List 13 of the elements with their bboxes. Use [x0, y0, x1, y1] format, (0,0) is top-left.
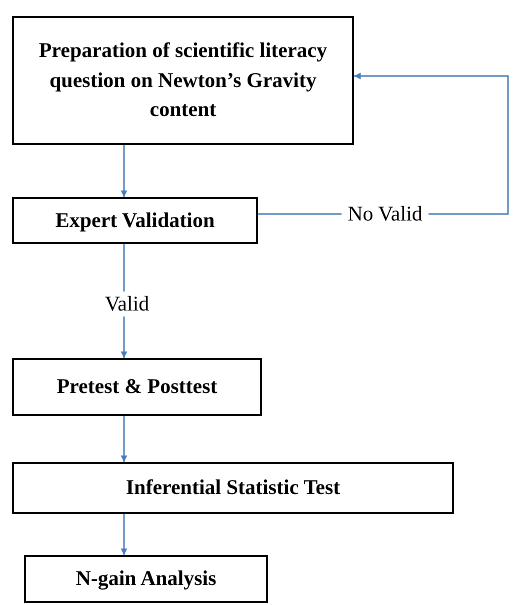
process-box	[12, 16, 354, 145]
arrow	[120, 514, 128, 555]
arrow	[120, 416, 128, 462]
process-box	[24, 555, 268, 603]
box-text: Preparation of scientific literacy question on Newton’s Gravity content	[38, 37, 328, 124]
process-box	[12, 358, 262, 416]
process-box	[12, 462, 454, 514]
box-text: Expert Validation	[55, 206, 215, 234]
box-text: Inferential Statistic Test	[126, 474, 340, 502]
arrow	[120, 145, 128, 197]
process-box	[12, 197, 258, 244]
box-text: Pretest & Posttest	[56, 373, 218, 400]
box-text: N-gain Analysis	[76, 565, 216, 592]
